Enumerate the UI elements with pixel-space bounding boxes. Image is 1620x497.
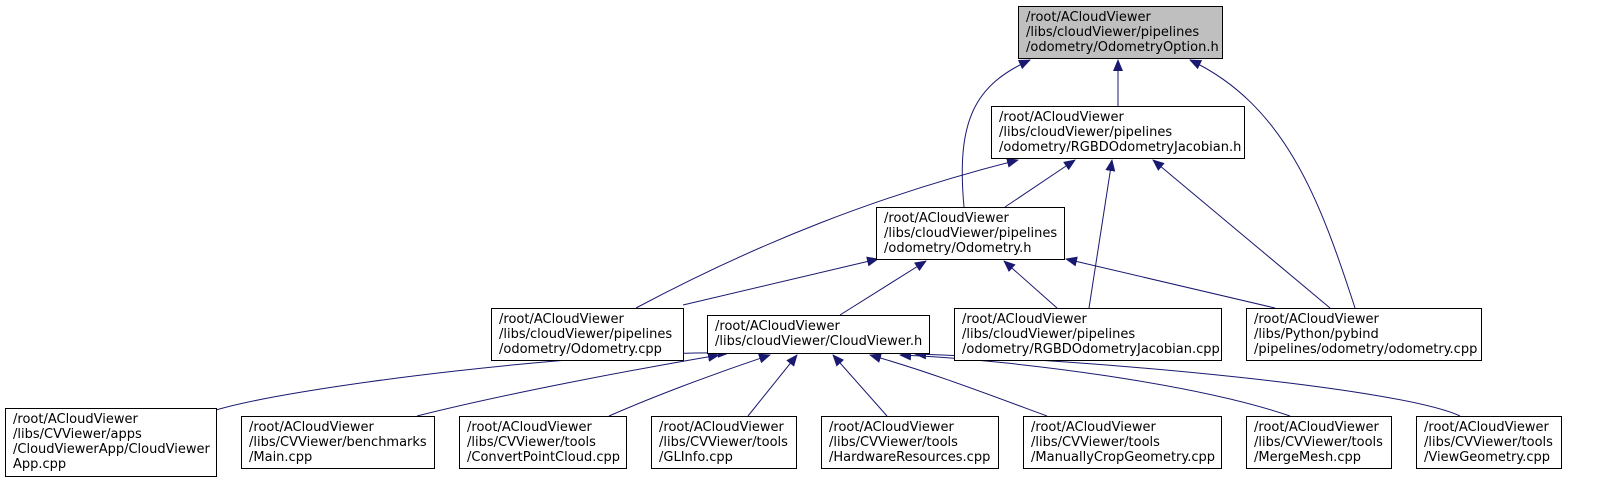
edge-odoh-to-opt (961, 59, 1031, 208)
node-box-odocpp (491, 308, 684, 361)
node-box-merge (1246, 416, 1392, 469)
node-label-line: /root/ACloudViewer (499, 312, 624, 327)
node-label-line: /libs/CVViewer/tools (1424, 435, 1553, 450)
node-label-line: /root/ACloudViewer (1031, 420, 1156, 435)
node-label-line: /ViewGeometry.cpp (1424, 450, 1550, 465)
node-label-line: /libs/cloudViewer/pipelines (999, 125, 1172, 140)
node-pyodo[interactable]: /root/ACloudViewer/libs/Python/pybind/pi… (1246, 308, 1482, 361)
edge-cvh-to-odoh (839, 260, 927, 316)
node-label-line: /CloudViewerApp/CloudViewer (13, 442, 210, 457)
node-label-line: /libs/cloudViewer/pipelines (499, 327, 672, 342)
node-box-crop (1023, 416, 1222, 469)
node-label-line: /libs/CVViewer/tools (467, 435, 596, 450)
node-label-line: /ManuallyCropGeometry.cpp (1031, 450, 1215, 465)
node-label-line: /root/ACloudViewer (1026, 10, 1151, 25)
node-label-line: /ConvertPointCloud.cpp (467, 450, 620, 465)
node-box-cvh (707, 315, 930, 354)
node-label-line: /root/ACloudViewer (715, 319, 840, 334)
node-label-line: /HardwareResources.cpp (829, 450, 990, 465)
node-viewgeo[interactable]: /root/ACloudViewer/libs/CVViewer/tools/V… (1416, 416, 1562, 469)
node-label-line: /pipelines/odometry/odometry.cpp (1254, 342, 1477, 357)
node-box-jaccpp (954, 308, 1222, 361)
node-box-convert (459, 416, 627, 469)
edge-viewgeo-to-cvh (914, 349, 1461, 417)
node-jaccpp[interactable]: /root/ACloudViewer/libs/cloudViewer/pipe… (954, 308, 1222, 361)
node-convert[interactable]: /root/ACloudViewer/libs/CVViewer/tools/C… (459, 416, 627, 469)
node-merge[interactable]: /root/ACloudViewer/libs/CVViewer/tools/M… (1246, 416, 1392, 469)
node-box-odoh (876, 207, 1065, 260)
node-label-line: /root/ACloudViewer (829, 420, 954, 435)
edge-merge-to-cvh (899, 350, 1291, 417)
edge-jaccpp-to-odoh (1003, 260, 1058, 309)
node-box-glinfo (651, 416, 797, 469)
node-label-line: /Main.cpp (249, 450, 312, 465)
node-label-line: /GLInfo.cpp (659, 450, 733, 465)
node-hw[interactable]: /root/ACloudViewer/libs/CVViewer/tools/H… (821, 416, 999, 469)
edges-layer (215, 59, 1461, 417)
node-label-line: /libs/CVViewer/benchmarks (249, 435, 427, 450)
node-label-line: /odometry/OdometryOption.h (1026, 40, 1219, 55)
nodes-layer: /root/ACloudViewer/libs/cloudViewer/pipe… (5, 6, 1562, 477)
node-label-line: /libs/cloudViewer/pipelines (884, 226, 1057, 241)
node-crop[interactable]: /root/ACloudViewer/libs/CVViewer/tools/M… (1023, 416, 1222, 469)
node-label-line: /root/ACloudViewer (13, 412, 138, 427)
node-label-line: /odometry/RGBDOdometryJacobian.cpp (962, 342, 1220, 357)
node-label-line: /root/ACloudViewer (659, 420, 784, 435)
node-label-line: /odometry/RGBDOdometryJacobian.h (999, 140, 1241, 155)
node-label-line: /libs/cloudViewer/CloudViewer.h (715, 334, 922, 349)
node-label-line: /root/ACloudViewer (467, 420, 592, 435)
node-label-line: /root/ACloudViewer (1424, 420, 1549, 435)
edge-odocpp-to-jach (635, 157, 1019, 309)
node-jach[interactable]: /root/ACloudViewer/libs/cloudViewer/pipe… (991, 106, 1245, 159)
node-label-line: /root/ACloudViewer (1254, 420, 1379, 435)
node-label-line: /root/ACloudViewer (999, 110, 1124, 125)
node-label-line: /root/ACloudViewer (962, 312, 1087, 327)
node-label-line: /libs/CVViewer/tools (1254, 435, 1383, 450)
node-odocpp[interactable]: /root/ACloudViewer/libs/cloudViewer/pipe… (491, 308, 684, 361)
edge-pyodo-to-jach (1152, 159, 1331, 309)
edge-odocpp-to-odoh (682, 256, 879, 306)
node-box-hw (821, 416, 999, 469)
edge-glinfo-to-cvh (747, 354, 798, 417)
node-label-line: /libs/Python/pybind (1254, 327, 1379, 342)
node-label-line: /libs/cloudViewer/pipelines (1026, 25, 1199, 40)
node-box-bench (241, 416, 435, 469)
node-app[interactable]: /root/ACloudViewer/libs/CVViewer/apps/Cl… (5, 408, 217, 477)
node-label-line: /root/ACloudViewer (1254, 312, 1379, 327)
node-box-pyodo (1246, 308, 1482, 361)
edge-hw-to-cvh (832, 354, 888, 417)
node-cvh[interactable]: /root/ACloudViewer/libs/cloudViewer/Clou… (707, 315, 930, 354)
node-label-line: /odometry/Odometry.h (884, 241, 1031, 256)
node-label-line: /root/ACloudViewer (249, 420, 374, 435)
edge-pyodo-to-odoh (1065, 256, 1276, 309)
edge-app-to-cvh (215, 347, 730, 411)
node-opt[interactable]: /root/ACloudViewer/libs/cloudViewer/pipe… (1018, 6, 1223, 59)
node-box-viewgeo (1416, 416, 1562, 469)
edge-pyodo-to-opt (1189, 59, 1356, 309)
edge-crop-to-cvh (869, 353, 1048, 417)
node-odoh[interactable]: /root/ACloudViewer/libs/cloudViewer/pipe… (876, 207, 1065, 260)
node-label-line: /libs/CVViewer/apps (13, 427, 142, 442)
edge-convert-to-cvh (608, 353, 771, 417)
node-glinfo[interactable]: /root/ACloudViewer/libs/CVViewer/tools/G… (651, 416, 797, 469)
node-label-line: App.cpp (13, 457, 66, 472)
node-box-jach (991, 106, 1245, 159)
node-label-line: /libs/cloudViewer/pipelines (962, 327, 1135, 342)
node-box-opt (1018, 6, 1223, 59)
node-label-line: /libs/CVViewer/tools (1031, 435, 1160, 450)
node-bench[interactable]: /root/ACloudViewer/libs/CVViewer/benchma… (241, 416, 435, 469)
node-box-app (5, 408, 217, 477)
node-label-line: /root/ACloudViewer (884, 211, 1009, 226)
node-label-line: /MergeMesh.cpp (1254, 450, 1361, 465)
edge-jaccpp-to-jach (1088, 159, 1116, 309)
edge-odoh-to-jach (1004, 159, 1076, 208)
node-label-line: /odometry/Odometry.cpp (499, 342, 662, 357)
node-label-line: /libs/CVViewer/tools (829, 435, 958, 450)
node-label-line: /libs/CVViewer/tools (659, 435, 788, 450)
edge-bench-to-cvh (416, 351, 720, 417)
